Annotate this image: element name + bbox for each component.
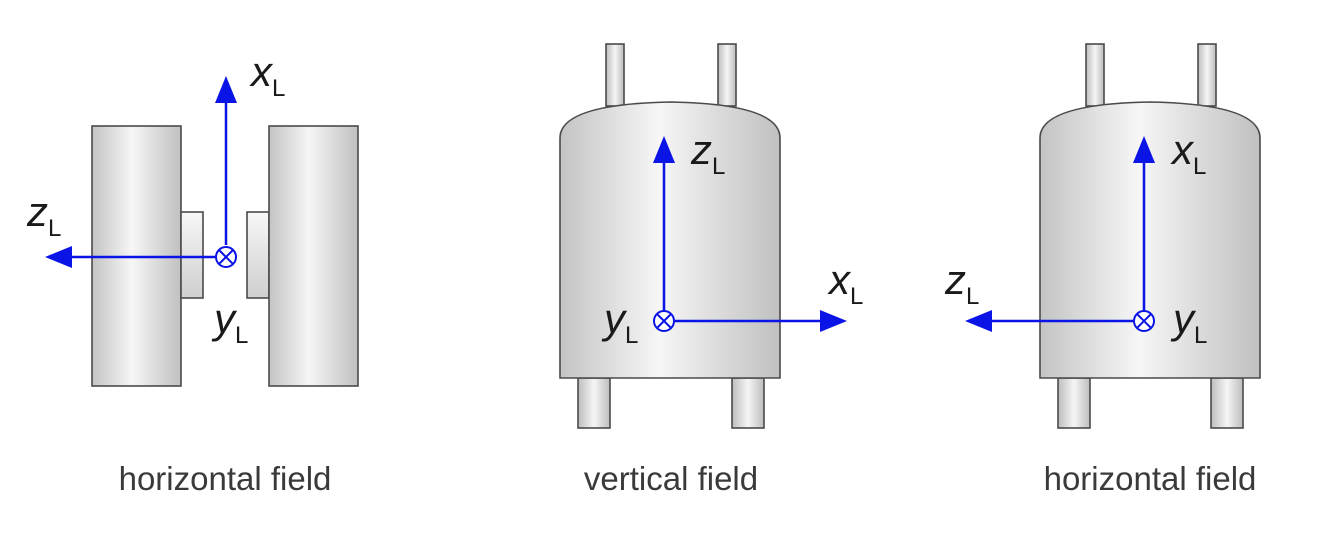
panel-caption: horizontal field (119, 460, 332, 497)
axes-panel-1 (45, 76, 237, 268)
top-port-left (1085, 43, 1105, 107)
axes-panel-2 (653, 136, 847, 332)
x-axis-arrowhead (1133, 136, 1155, 163)
panel-vertical-cryostat: zL xL yL vertical field (559, 43, 863, 497)
panel-caption: horizontal field (1044, 460, 1257, 497)
cryostat-body (1039, 101, 1261, 379)
x-axis-arrowhead (215, 76, 237, 103)
bottom-leg-left (1057, 377, 1091, 429)
axis-label-up: xL (249, 48, 285, 102)
axis-label-up: zL (690, 126, 725, 180)
cryostat-drawing (559, 43, 781, 429)
axes-panel-3 (965, 136, 1155, 332)
top-port-right (717, 43, 737, 107)
top-port-left (605, 43, 625, 107)
axis-label-up: xL (1170, 126, 1206, 180)
x-axis-arrowhead (820, 310, 847, 332)
axis-label-into: yL (1170, 295, 1207, 349)
bottom-leg-left (577, 377, 611, 429)
y-axis-into-page-symbol (215, 246, 237, 268)
z-axis-arrowhead (965, 310, 992, 332)
y-axis-into-page-symbol (1133, 310, 1155, 332)
y-axis-into-page-symbol (653, 310, 675, 332)
panel-horizontal-electromagnet: xL zL yL horizontal field (26, 48, 359, 497)
bottom-leg-right (1210, 377, 1244, 429)
right-pole-yoke (268, 125, 359, 387)
axis-label-side: zL (944, 256, 979, 310)
left-pole-piece (180, 211, 204, 299)
panel-caption: vertical field (584, 460, 758, 497)
axis-label-into: yL (601, 295, 638, 349)
top-port-right (1197, 43, 1217, 107)
cryostat-drawing (1039, 43, 1261, 429)
z-axis-arrowhead (45, 246, 72, 268)
z-axis-arrowhead (653, 136, 675, 163)
axis-label-side: xL (827, 256, 863, 310)
right-pole-piece (246, 211, 270, 299)
cryostat-body (559, 101, 781, 379)
axis-label-into: yL (211, 295, 248, 349)
panel-horizontal-cryostat: xL zL yL horizontal field (944, 43, 1261, 497)
bottom-leg-right (731, 377, 765, 429)
axis-label-side: zL (26, 188, 61, 242)
